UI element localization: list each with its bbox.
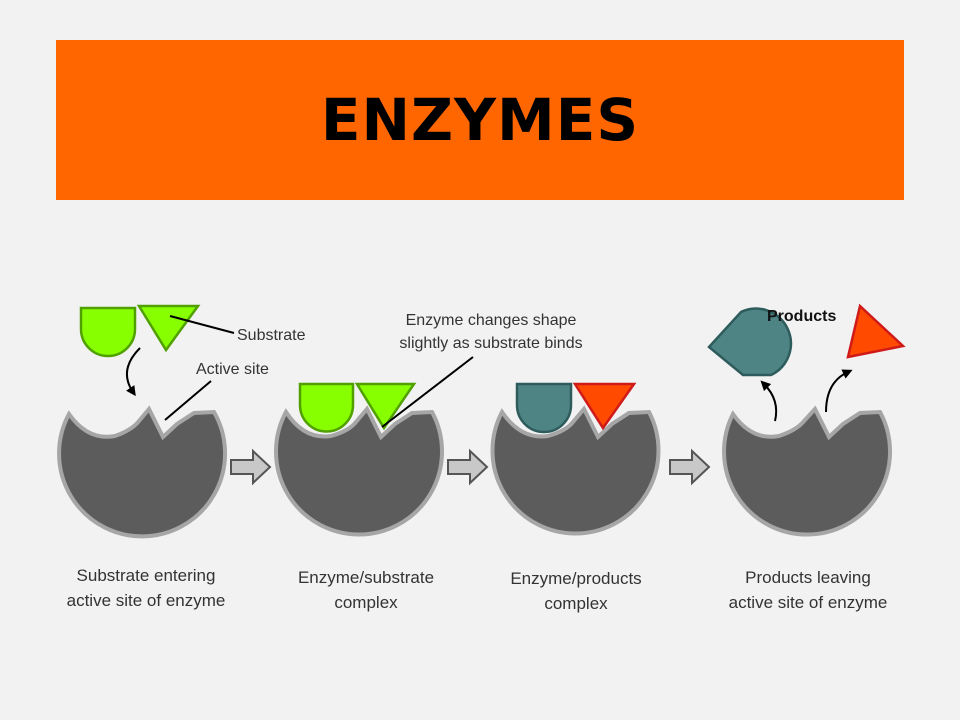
product-semicircle-released — [707, 307, 793, 377]
stage-2-enzyme-substrate-complex: Enzyme changes shape slightly as substra… — [274, 312, 583, 612]
stage-2-caption-line2: complex — [334, 593, 398, 612]
stage-3-enzyme-products-complex: Enzyme/products complex — [490, 382, 661, 613]
stage-4-products-leaving: Products Products leaving active site of… — [707, 303, 906, 612]
step-arrow-3 — [669, 448, 711, 486]
step-arrow-1 — [230, 448, 272, 486]
stage-1-caption-line2: active site of enzyme — [67, 591, 226, 610]
product-semicircle-bound — [515, 382, 573, 434]
stage-4-caption-line1: Products leaving — [745, 568, 871, 587]
stage-1-caption-line1: Substrate entering — [77, 566, 216, 585]
active-site-label: Active site — [196, 361, 269, 378]
product-triangle-bound — [572, 382, 637, 431]
substrate-semicircle-bound — [298, 382, 355, 433]
product-exit-arrow-left — [760, 380, 778, 422]
stage-2-caption-line1: Enzyme/substrate — [298, 568, 434, 587]
active-site-pointer-line — [164, 380, 212, 421]
product-exit-arrow-right — [825, 369, 853, 413]
title-banner: ENZYMES — [56, 40, 904, 200]
stage-3-caption-line2: complex — [544, 594, 608, 613]
enzyme-4 — [722, 405, 892, 537]
stage-3-caption-line1: Enzyme/products — [510, 569, 641, 588]
substrate-triangle-piece — [136, 304, 201, 353]
enzyme-2 — [274, 405, 444, 537]
shape-change-pointer-line — [381, 356, 474, 428]
products-label: Products — [767, 308, 836, 325]
stage-4-caption-line2: active site of enzyme — [729, 593, 888, 612]
entering-arrow — [125, 347, 141, 397]
stage-1-substrate-entering: Substrate Active site Substrate entering… — [57, 304, 306, 610]
shape-change-label-line2: slightly as substrate binds — [399, 335, 582, 352]
substrate-pointer-line — [169, 315, 235, 334]
shape-change-label-line1: Enzyme changes shape — [406, 312, 577, 329]
enzyme-3 — [490, 405, 661, 536]
slide-title: ENZYMES — [320, 86, 640, 154]
step-arrow-2 — [447, 448, 489, 486]
substrate-triangle-bound — [354, 382, 417, 431]
enzyme-1 — [57, 405, 228, 539]
substrate-semicircle-piece — [79, 306, 137, 358]
product-triangle-released — [846, 303, 906, 359]
substrate-label: Substrate — [237, 327, 306, 344]
